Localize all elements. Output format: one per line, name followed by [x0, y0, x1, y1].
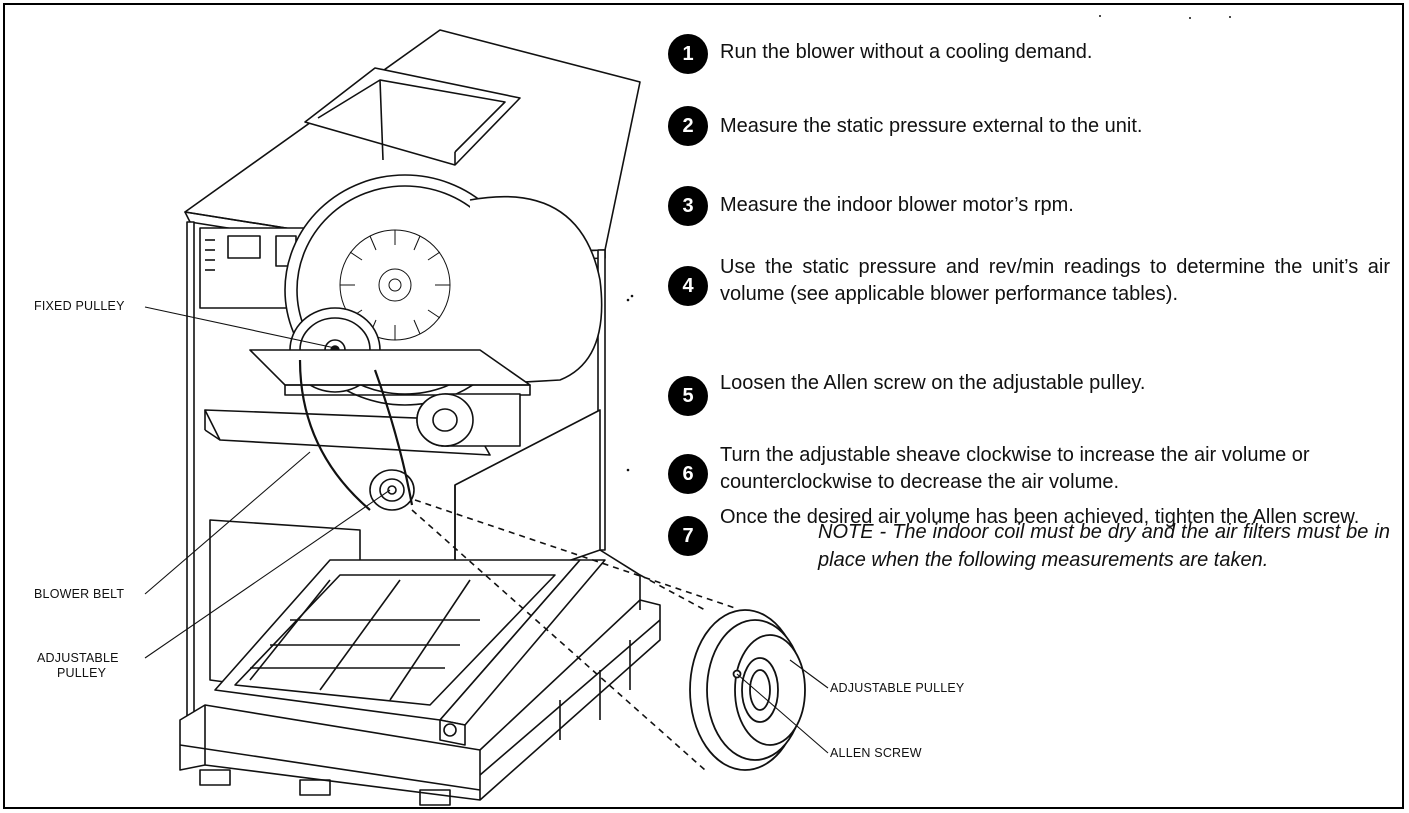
- step-2: 2 Measure the static pressure external t…: [668, 106, 1390, 146]
- upper-motor-rail: [249, 349, 531, 386]
- step-1: 1 Run the blower without a cooling deman…: [668, 34, 1390, 74]
- left-front-post: [186, 221, 195, 723]
- step-5: 5 Loosen the Allen screw on the adjustab…: [668, 364, 1390, 416]
- step-number-badge: 5: [668, 376, 708, 416]
- adjustable-pulley-detail-label: ADJUSTABLE PULLEY: [830, 681, 965, 695]
- step-number-badge: 2: [668, 106, 708, 146]
- adjustable-pulley-label-line1: ADJUSTABLE: [37, 651, 119, 665]
- blower-belt-leader: [144, 451, 311, 595]
- adjustable-pulley-label-line2: PULLEY: [57, 666, 107, 680]
- fixed-pulley-leader: [144, 306, 336, 349]
- step-number-badge: 3: [668, 186, 708, 226]
- step-7: 7 Once the desired air volume has been a…: [668, 504, 1390, 556]
- step-3: 3 Measure the indoor blower motor’s rpm.: [668, 186, 1390, 226]
- step-number-badge: 6: [668, 454, 708, 494]
- adjustable-pulley-leader: [144, 489, 391, 659]
- blower-motor: [416, 393, 521, 447]
- adjustable-pulley-detail: [689, 609, 806, 771]
- allen-screw-leader: [736, 673, 829, 754]
- step-text: Once the desired air volume has been ach…: [720, 506, 1360, 528]
- step-number-badge: 1: [668, 34, 708, 74]
- shipping-skid: [179, 599, 661, 801]
- step-text: Loosen the Allen screw on the adjustable…: [720, 372, 1146, 394]
- allen-screw-label: ALLEN SCREW: [830, 746, 922, 760]
- blower-belt: [298, 359, 371, 511]
- step-6: 6 Turn the adjustable sheave clockwise t…: [668, 442, 1390, 496]
- step-number-badge: 4: [668, 266, 708, 306]
- step-4: 4 Use the static pressure and rev/min re…: [668, 256, 1390, 308]
- adjustable-pulley-small: [369, 469, 415, 511]
- step-text: Measure the static pressure external to …: [720, 115, 1143, 137]
- note-text: NOTE - The indoor coil must be dry and t…: [818, 521, 1390, 571]
- step-text: Run the blower without a cooling demand.: [720, 41, 1093, 63]
- step-text: Measure the indoor blower motor’s rpm.: [720, 194, 1074, 216]
- step-number-badge: 7: [668, 516, 708, 556]
- step-text: Use the static pressure and rev/min read…: [720, 256, 1390, 305]
- blower-belt-label: BLOWER BELT: [34, 587, 125, 601]
- adjustable-pulley-detail-leader: [789, 659, 829, 689]
- fixed-pulley-label: FIXED PULLEY: [34, 299, 125, 313]
- figure-frame: [3, 3, 1404, 809]
- step-text: Turn the adjustable sheave clockwise to …: [720, 444, 1310, 493]
